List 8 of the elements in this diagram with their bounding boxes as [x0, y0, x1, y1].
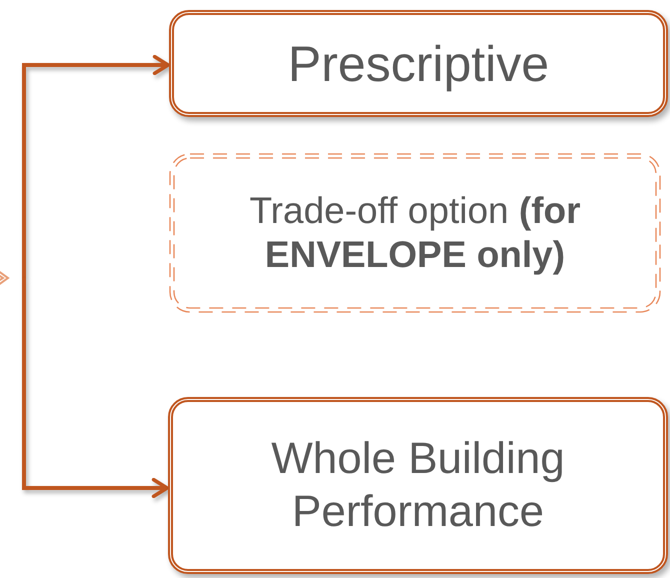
option-box [168, 152, 662, 314]
arrow [22, 278, 169, 498]
process-box [168, 397, 668, 574]
process-box [169, 10, 668, 117]
arrow [22, 54, 170, 278]
node-label: Prescriptive [288, 34, 550, 94]
node-label: Whole Building Performance [270, 432, 566, 538]
node-label: Trade-off option (for ENVELOPE only) [248, 188, 582, 277]
